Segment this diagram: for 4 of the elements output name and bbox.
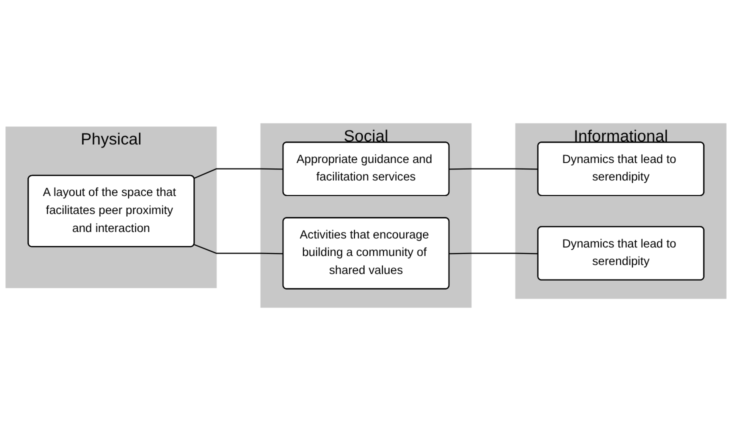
connector bbox=[449, 252, 538, 254]
connector bbox=[449, 168, 538, 170]
connector bbox=[194, 244, 284, 254]
connector bbox=[194, 168, 284, 179]
